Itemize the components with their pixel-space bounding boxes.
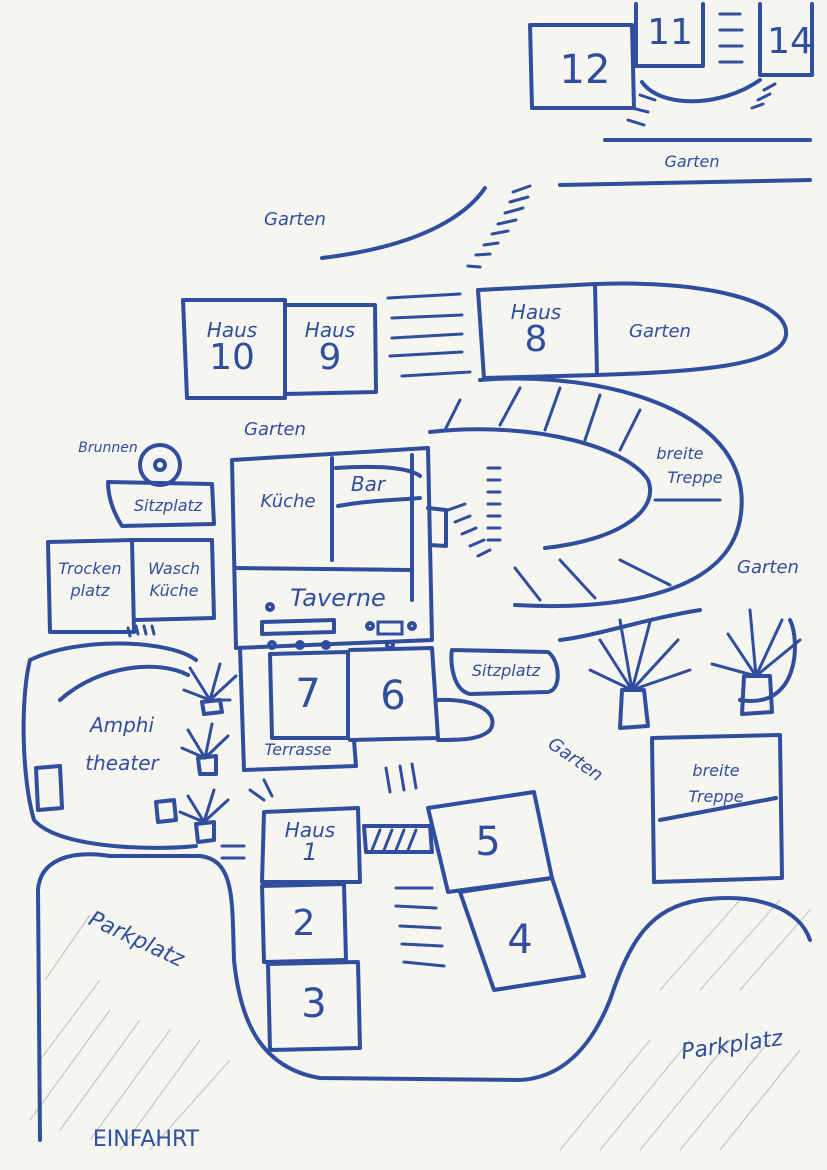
house-1-label: Haus 1: [285, 820, 335, 864]
breite-treppe-upper: breite Treppe: [637, 446, 722, 486]
house-1-word: Haus: [284, 818, 336, 842]
house-2-outline: [260, 882, 348, 964]
house-2-number: 2: [292, 903, 316, 944]
top-stairs: [626, 12, 777, 127]
treppe-word-upper: Treppe: [667, 468, 723, 487]
taverne-label: Taverne: [290, 584, 386, 612]
house-8-number: 8: [524, 319, 548, 360]
spiral-stair: [428, 376, 744, 609]
trockenplatz-word-2: platz: [70, 581, 110, 600]
house-5-number: 5: [475, 819, 501, 865]
waschkueche-word-2: Küche: [149, 581, 199, 600]
palm-trees: [178, 608, 802, 844]
sitzplatz-left-outline: [106, 480, 216, 528]
house-8-outline: [476, 281, 789, 380]
house-6-number: 6: [380, 673, 406, 719]
brunnen-symbol: [138, 443, 182, 487]
house-3-outline: [266, 960, 362, 1052]
house-10-outline: [181, 298, 287, 400]
taverne-block: [230, 446, 448, 650]
garden-label-center: Garten: [244, 419, 306, 440]
house-10-word: Haus: [206, 318, 258, 342]
pencil-hatching: [29, 899, 811, 1151]
parking-outlines: [36, 852, 812, 1142]
breite-word-lower: breite: [692, 761, 740, 780]
house-3-number: 3: [301, 981, 327, 1027]
top-paths: [320, 78, 812, 269]
waschkueche-label: Wasch Küche: [148, 561, 200, 599]
treppe-word-lower: Treppe: [688, 787, 744, 806]
trockenplatz-word-1: Trocken: [58, 559, 122, 578]
house-9-label: Haus 9: [305, 320, 355, 376]
house-14-number: 14: [767, 21, 813, 62]
house-7-outline: [268, 650, 350, 740]
house-6-outline: [348, 646, 440, 742]
house-9-word: Haus: [304, 318, 356, 342]
sitzplatz-right-outline: [436, 648, 560, 742]
waschkueche-word-1: Wasch: [147, 559, 201, 578]
sitzplatz-left-label: Sitzplatz: [133, 496, 203, 515]
stairs-between-houses: [220, 762, 446, 968]
house-11-outline: [634, 2, 705, 68]
terrasse-outline: [238, 646, 358, 772]
garden-label-house-8: Garten: [629, 321, 691, 342]
house-9-number: 9: [318, 337, 342, 378]
house-12-number: 12: [559, 47, 611, 93]
house-1-outline: [260, 806, 362, 884]
amphi-word-2: theater: [85, 751, 159, 775]
garden-label-top-left: Garten: [264, 209, 326, 230]
house-10-label: Haus 10: [207, 320, 257, 376]
bar-label: Bar: [350, 472, 386, 496]
sitzplatz-right-label: Sitzplatz: [471, 661, 541, 680]
brunnen-label: Brunnen: [78, 440, 138, 456]
stairs-9-8: [386, 292, 472, 378]
amphi-word-1: Amphi: [89, 713, 155, 737]
garden-label-right: Garten: [737, 557, 799, 578]
terrasse-label: Terrasse: [264, 740, 332, 759]
trockenplatz-label: Trocken platz: [59, 561, 122, 599]
trockenplatz-outline: [46, 538, 136, 634]
house-10-number: 10: [209, 337, 255, 378]
house-14-outline: [758, 2, 814, 77]
house-1-number: 1: [302, 838, 318, 866]
house-7-number: 7: [295, 671, 321, 717]
amphitheater-label: Amphi theater: [85, 715, 158, 773]
kueche-label: Küche: [260, 491, 316, 512]
einfahrt-label: EINFAHRT: [92, 1127, 200, 1152]
house-4-number: 4: [507, 917, 533, 963]
house-9-outline: [283, 303, 378, 396]
house-8-word: Haus: [510, 300, 562, 324]
house-11-number: 11: [647, 12, 693, 53]
breite-word-upper: breite: [656, 444, 704, 463]
waschkueche-outline: [126, 538, 216, 638]
house-4-outline: [458, 876, 586, 992]
right-stair-block: [558, 608, 797, 884]
amphitheater-outline: [21, 641, 198, 850]
garden-label-top-right: Garten: [664, 152, 720, 171]
breite-treppe-lower: breite Treppe: [688, 763, 743, 805]
house-8-label: Haus 8: [511, 302, 561, 358]
